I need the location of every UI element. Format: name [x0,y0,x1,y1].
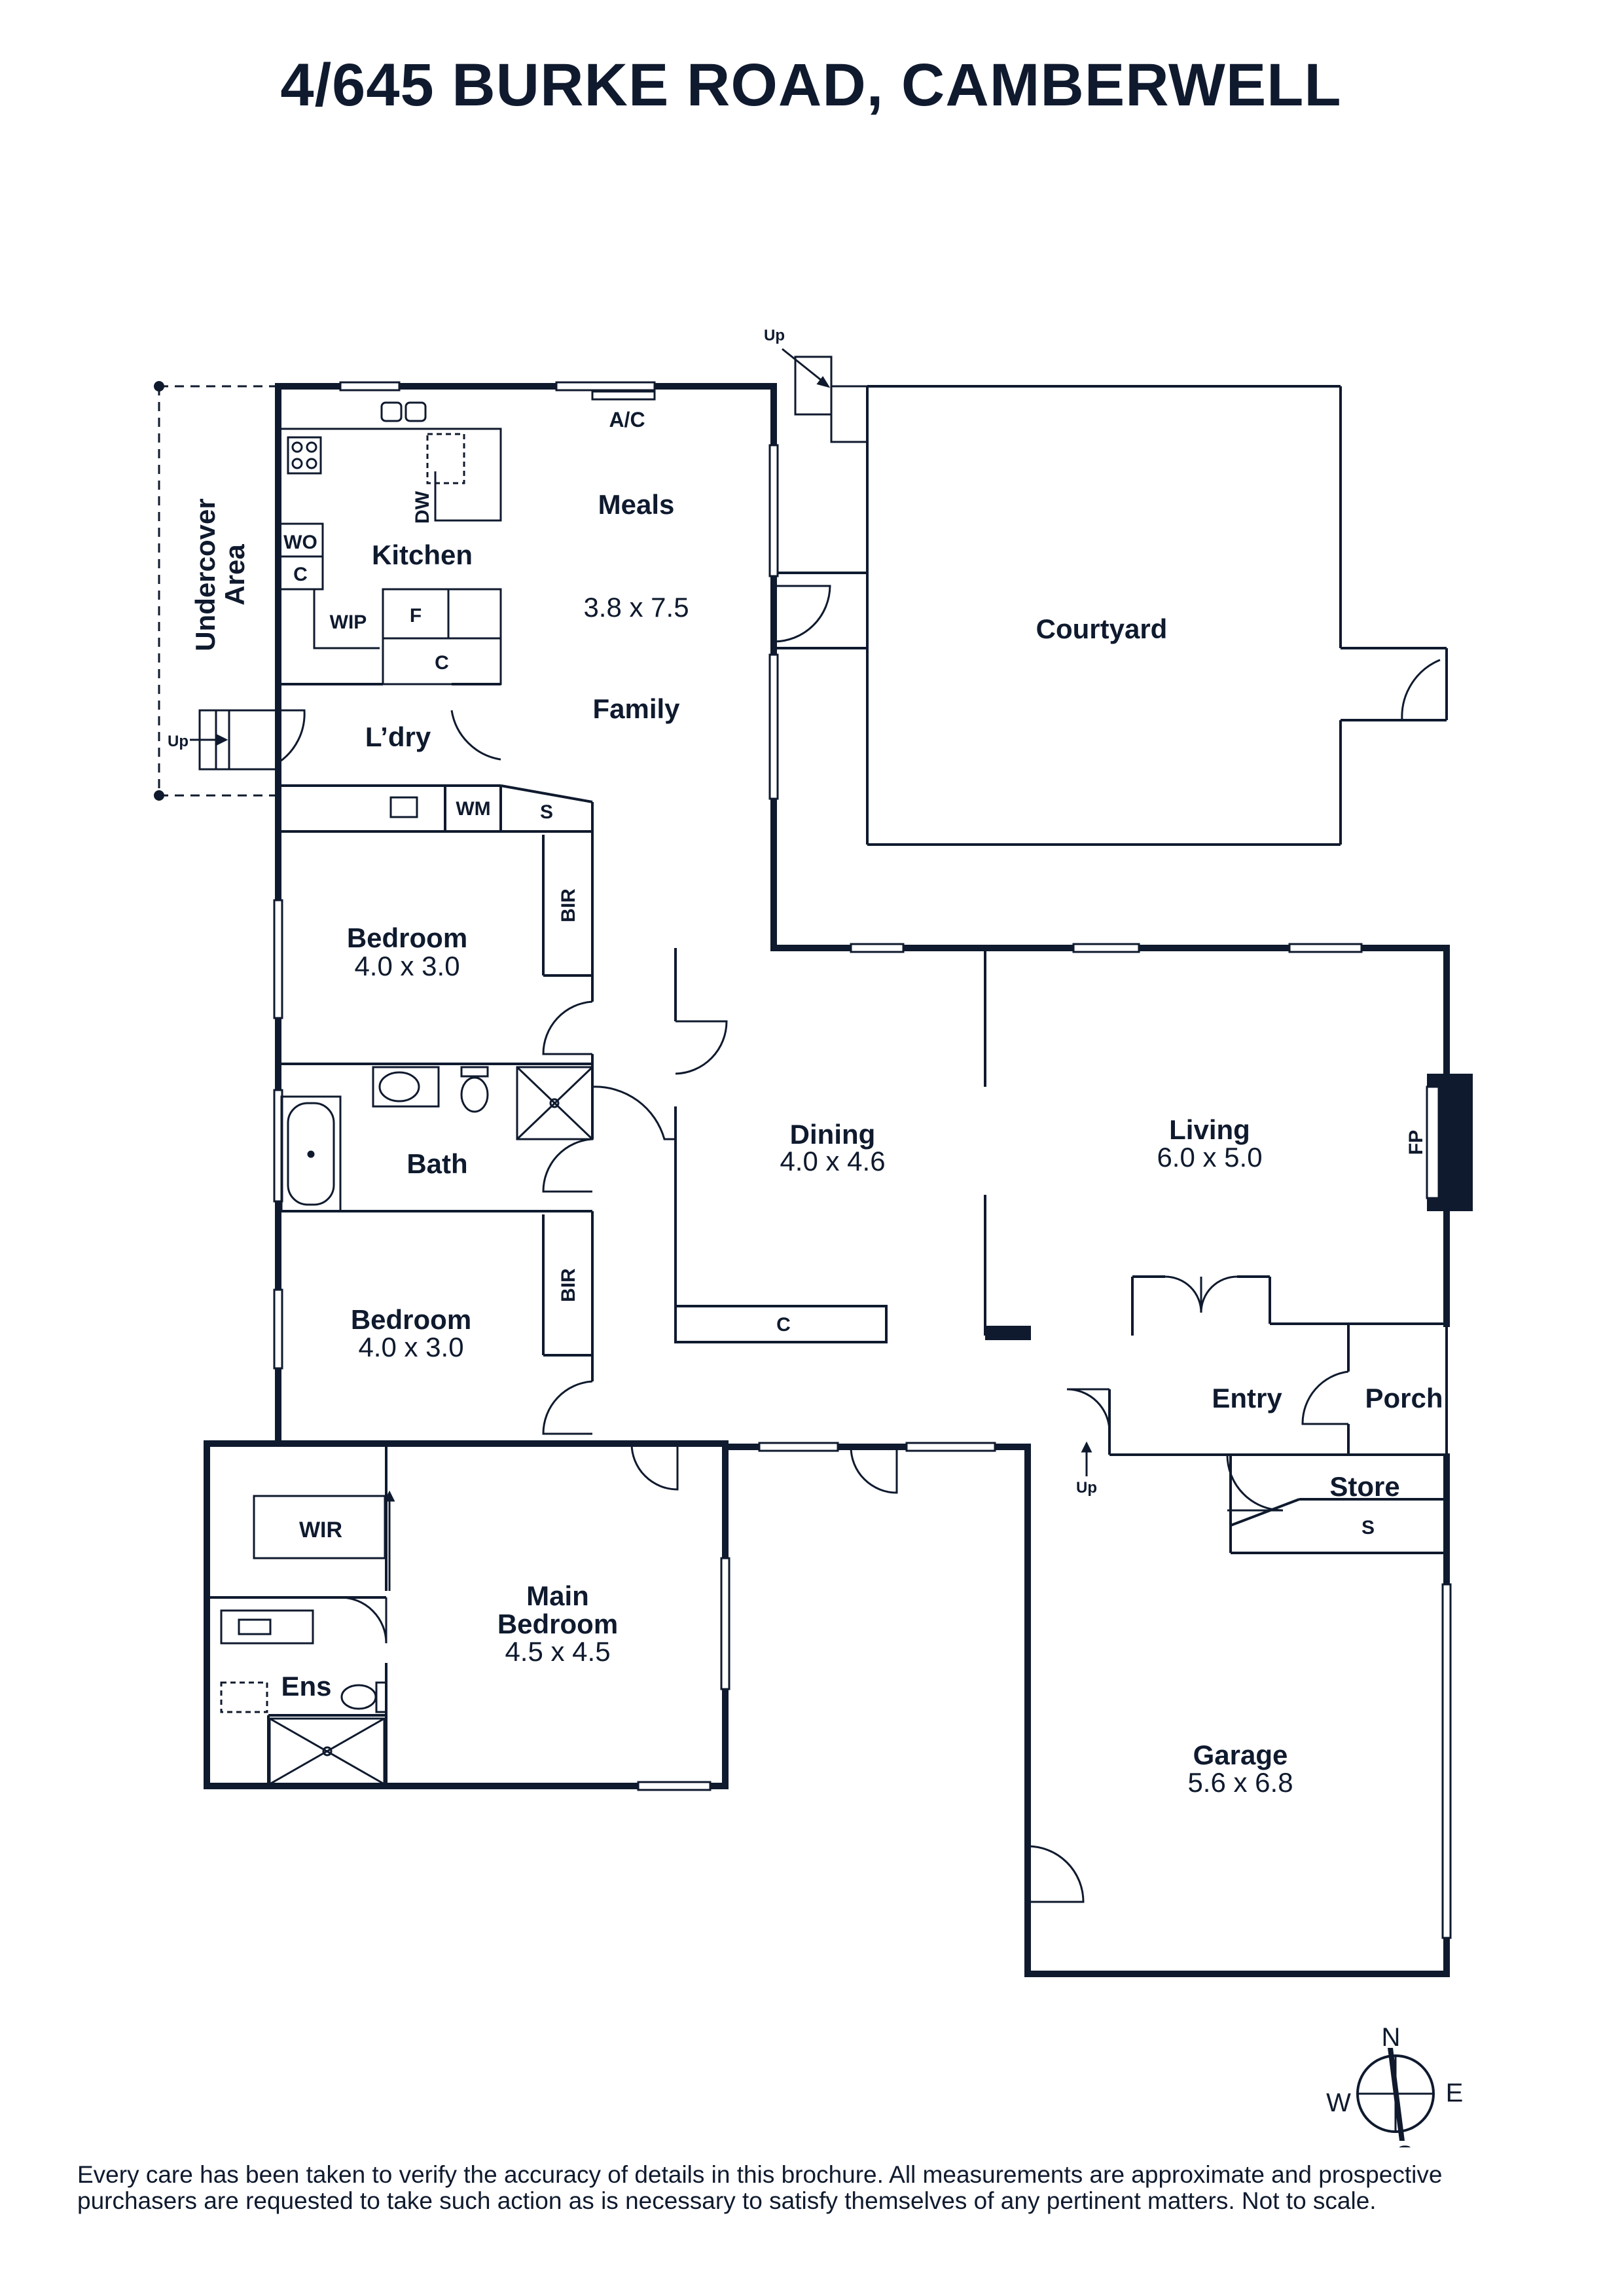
room-kitchen: Kitchen [372,539,473,570]
label-wo: WO [283,532,317,553]
doors [278,585,1441,1903]
room-garage-dim: 5.6 x 6.8 [1187,1767,1293,1798]
disclaimer-line-2: purchasers are requested to take such ac… [77,2187,1377,2214]
room-bedroom-2: Bedroom [351,1304,471,1335]
room-bedroom-2-dim: 4.0 x 3.0 [358,1332,463,1362]
room-bedroom-1: Bedroom [347,922,467,953]
label-cupboard-dining: C [776,1314,791,1336]
label-wm: WM [456,798,490,820]
compass-w: W [1326,2088,1351,2117]
label-wip: WIP [330,611,367,633]
room-courtyard: Courtyard [1036,613,1168,644]
room-garage: Garage [1193,1740,1288,1770]
dining-cupboard [674,1305,888,1343]
room-main-bedroom-line1: Main [526,1580,589,1611]
room-wir: WIR [299,1518,342,1542]
label-up-entry: Up [1076,1479,1097,1497]
label-bir-1: BIR [558,888,579,922]
room-laundry: L’dry [365,721,431,752]
room-family: Family [592,693,680,724]
room-living: Living [1169,1114,1250,1145]
kitchen-fixtures [277,390,656,685]
disclaimer-line-1: Every care has been taken to verify the … [77,2161,1443,2188]
laundry-trough [389,796,418,818]
room-bath: Bath [406,1148,467,1179]
room-porch: Porch [1365,1383,1443,1413]
compass [1356,2048,1435,2141]
ensuite-fixtures [220,1495,387,1785]
room-main-bedroom-line2: Bedroom [497,1609,618,1639]
label-fridge: F [410,605,422,627]
room-entry: Entry [1212,1383,1282,1413]
label-up-courtyard: Up [764,327,785,344]
label-dw: DW [412,490,433,524]
exterior-walls [204,383,1450,1977]
compass-s: S [1396,2141,1414,2147]
room-store: Store [1329,1471,1399,1502]
room-bedroom-1-dim: 4.0 x 3.0 [354,951,460,981]
interior-walls [207,385,1448,1786]
label-fp: FP [1405,1130,1427,1155]
column [985,1326,1031,1340]
label-cupboard-pantry: C [435,652,449,674]
room-meals-dim: 3.8 x 7.5 [583,592,689,623]
label-cupboard-kitchen: C [293,564,308,585]
page-title: 4/645 BURKE ROAD, CAMBERWELL [280,52,1342,118]
undercover-area-outline [158,385,278,797]
room-main-bedroom-dim: 4.5 x 4.5 [505,1636,610,1667]
room-dining-dim: 4.0 x 4.6 [780,1146,885,1176]
label-shelf-store: S [1361,1517,1375,1539]
label-bir-2: BIR [558,1268,579,1302]
room-ensuite: Ens [281,1671,331,1702]
room-undercover-area: Area [219,544,250,606]
room-dining: Dining [790,1119,876,1150]
room-meals: Meals [598,489,675,520]
bath-fixtures [280,1066,594,1212]
windows [273,381,1452,1939]
floor-plan: N E S W Kitchen Meals 3.8 x 7.5 Family C… [154,327,1473,2147]
fireplace [1426,1074,1473,1211]
label-up-undercover: Up [168,733,189,750]
steps [198,355,869,771]
up-arrows [190,348,1092,1591]
compass-n: N [1382,2023,1401,2052]
room-living-dim: 6.0 x 5.0 [1157,1142,1262,1173]
compass-e: E [1446,2079,1464,2107]
room-undercover: Undercover [190,498,221,651]
label-shelf-laundry: S [540,801,553,823]
disclaimer: Every care has been taken to verify the … [77,2162,1557,2214]
label-ac: A/C [609,408,645,431]
